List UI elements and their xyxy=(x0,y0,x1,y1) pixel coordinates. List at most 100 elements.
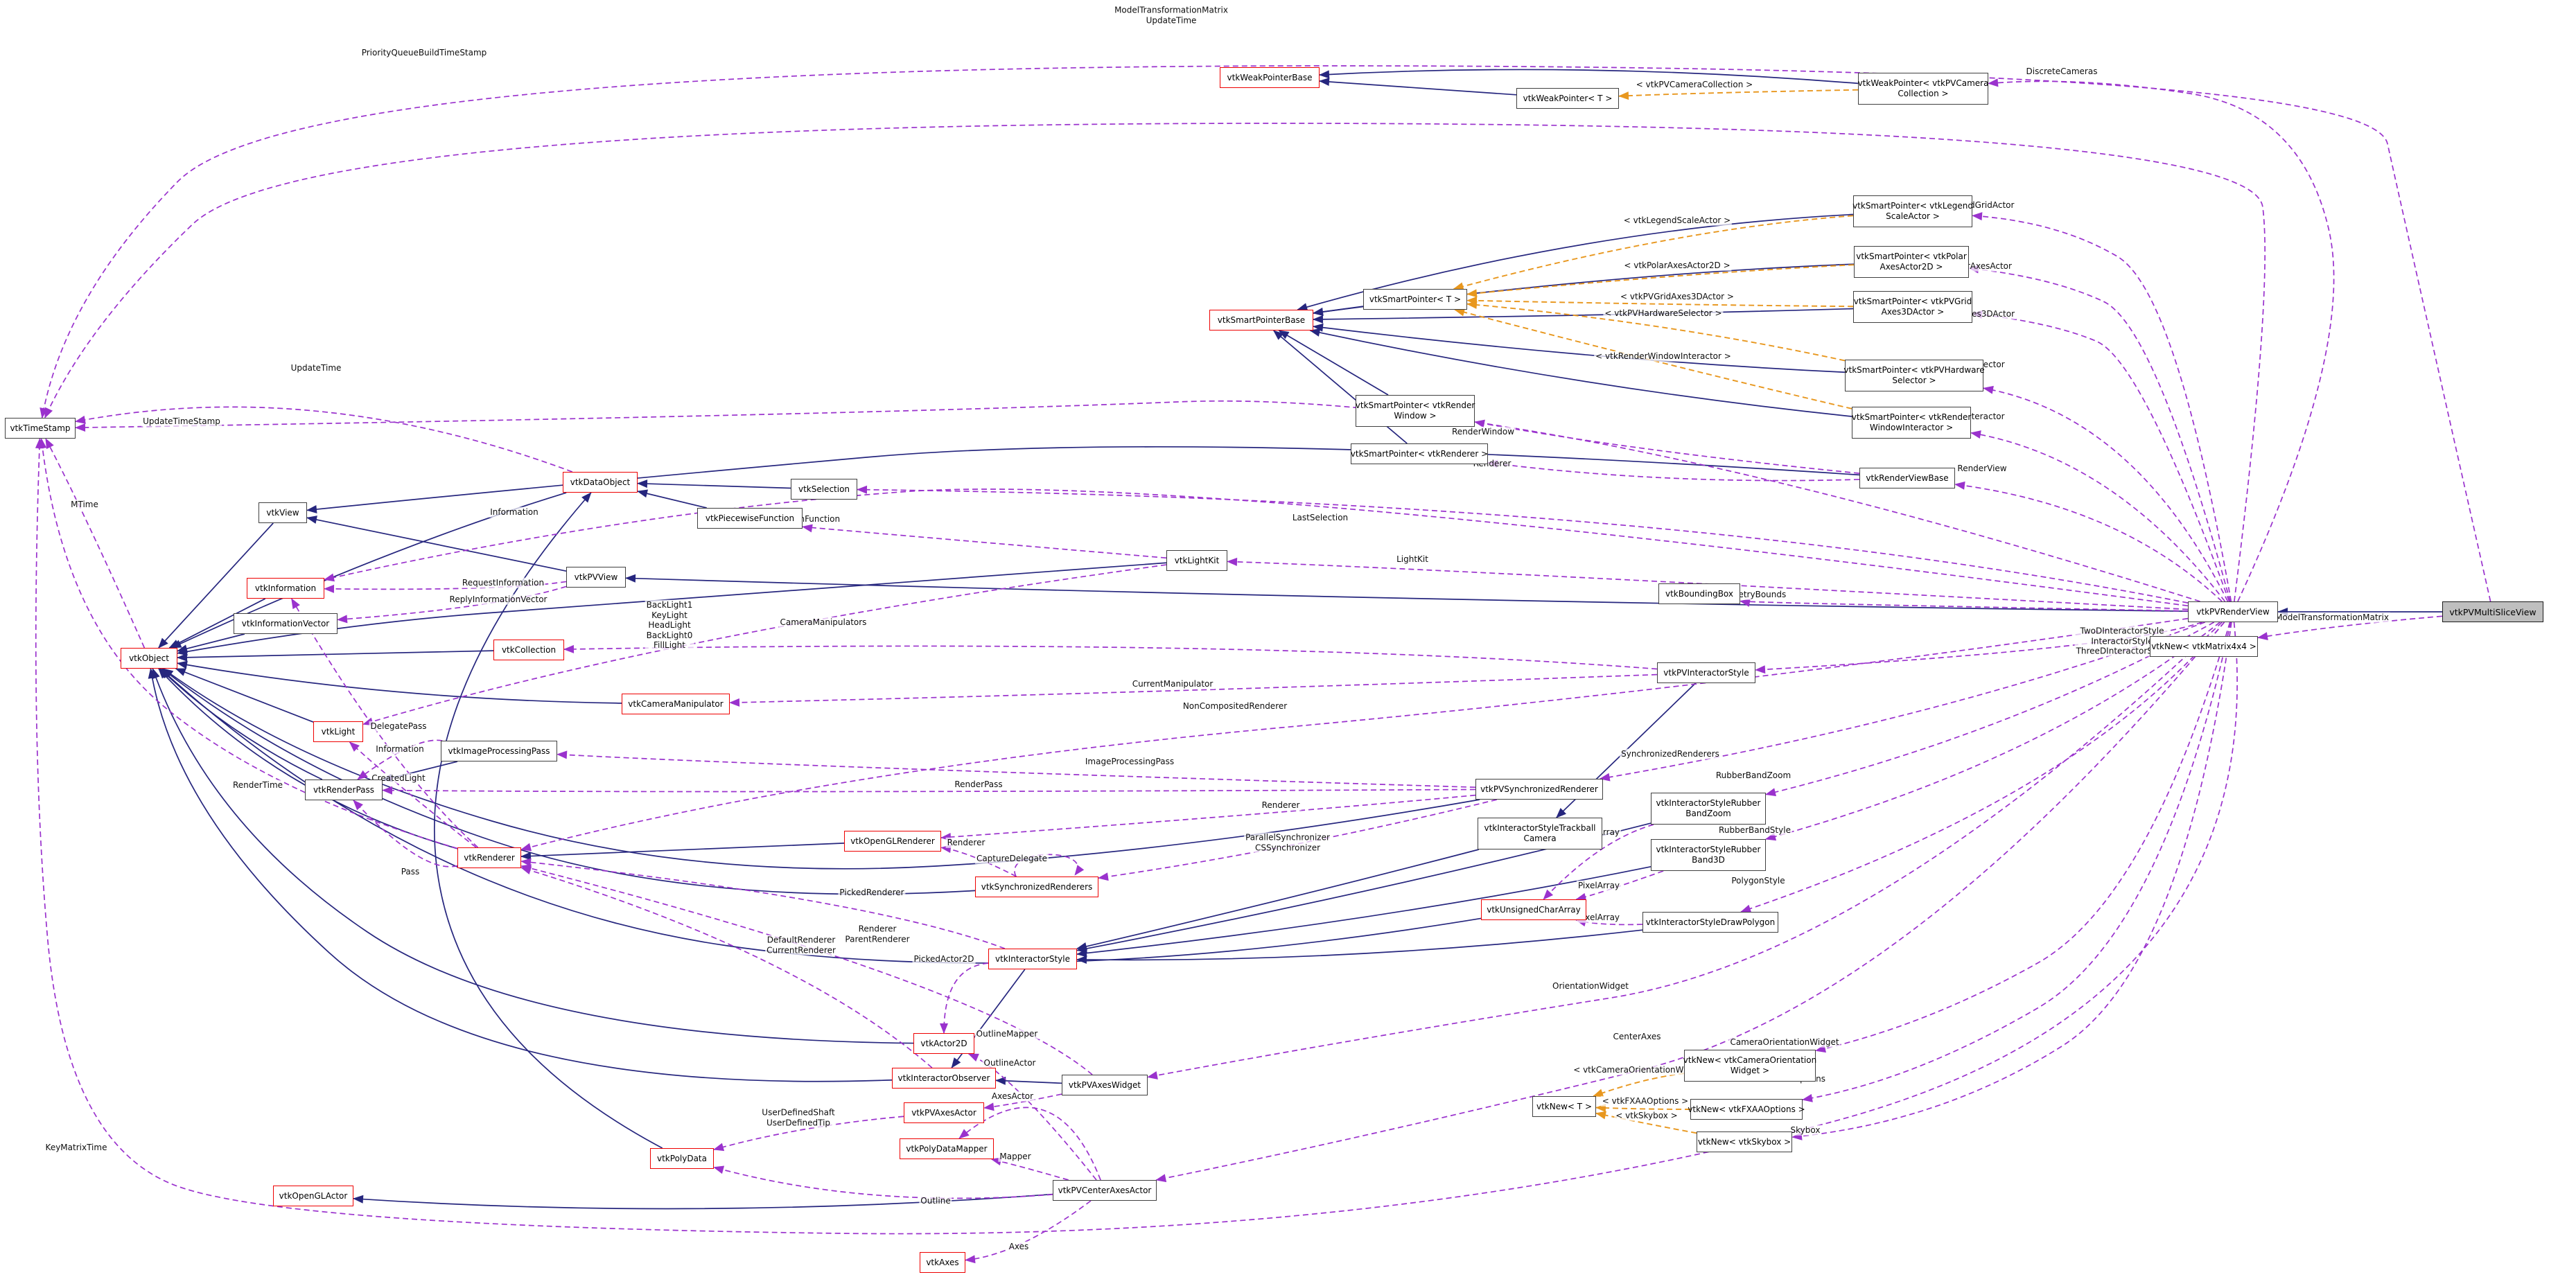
node-infovector[interactable]: vtkInformationVector xyxy=(234,613,338,634)
node-label: vtkSmartPointer< vtkPVGrid xyxy=(1853,297,1972,306)
edge-pvrenderview-boundingbox xyxy=(1740,599,2189,612)
node-pvrenderview[interactable]: vtkPVRenderView xyxy=(2188,601,2278,622)
node-label: vtkPVCenterAxesActor xyxy=(1058,1185,1152,1195)
edge-renderviewbase-sprenderer xyxy=(1487,459,1860,482)
node-newmatrix[interactable]: vtkNew< vtkMatrix4x4 > xyxy=(2150,636,2258,657)
edge-label-line: Pass xyxy=(401,866,420,877)
node-label: vtkRenderViewBase xyxy=(1866,473,1949,483)
node-light[interactable]: vtkLight xyxy=(313,721,363,742)
node-polydatamapper[interactable]: vtkPolyDataMapper xyxy=(900,1138,994,1159)
edge-label-line: InteractorStyle xyxy=(2091,635,2153,646)
edge-label-line: ParentRenderer xyxy=(845,934,910,944)
edge-splegend-spT xyxy=(1453,215,1854,291)
node-pvmultislice[interactable]: vtkPVMultiSliceView xyxy=(2442,601,2543,622)
edge-pvrenderview-weakptrcamcoll xyxy=(1988,78,2335,602)
edge-rb3d-interactorstyle xyxy=(1076,865,1651,958)
node-newT[interactable]: vtkNew< T > xyxy=(1532,1096,1596,1117)
node-spbase[interactable]: vtkSmartPointerBase xyxy=(1209,310,1313,331)
node-spT[interactable]: vtkSmartPointer< T > xyxy=(1363,289,1467,310)
node-interactorobserver[interactable]: vtkInteractorObserver xyxy=(892,1068,996,1089)
node-weakptrbase[interactable]: vtkWeakPointerBase xyxy=(1220,67,1320,88)
edge-drawpolygon-interactorstyle xyxy=(1076,929,1643,965)
node-label: vtkBoundingBox xyxy=(1665,588,1734,599)
node-dataobject[interactable]: vtkDataObject xyxy=(563,472,638,493)
edge-label: Axes xyxy=(1007,1241,1031,1252)
edge-label: < vtkPVHardwareSelector > xyxy=(1603,308,1724,319)
node-interactorstyle[interactable]: vtkInteractorStyle xyxy=(988,949,1077,969)
edge-label-line: MTime xyxy=(71,499,98,509)
edge-label-line: Renderer xyxy=(947,837,985,847)
node-openglactor[interactable]: vtkOpenGLActor xyxy=(273,1186,353,1206)
node-label: vtkInteractorStyleRubber xyxy=(1656,798,1761,808)
edge-syncrenderers-openglrenderer xyxy=(940,845,1017,877)
node-axes[interactable]: vtkAxes xyxy=(920,1252,965,1273)
edge-label: Information xyxy=(489,507,540,518)
node-lightkit[interactable]: vtkLightKit xyxy=(1166,550,1227,571)
node-renderer[interactable]: vtkRenderer xyxy=(457,847,521,868)
node-piecewise[interactable]: vtkPiecewiseFunction xyxy=(697,508,803,529)
edge-pvview-view xyxy=(306,516,567,572)
edge-pvaxeswidget-pvaxesactor xyxy=(983,1093,1062,1111)
node-object[interactable]: vtkObject xyxy=(121,648,177,669)
node-syncrenderers[interactable]: vtkSynchronizedRenderers xyxy=(975,877,1098,897)
node-label: vtkOpenGLRenderer xyxy=(850,836,935,846)
edge-pvrenderview-drawpolygon xyxy=(1740,622,2225,913)
node-label: vtkCameraManipulator xyxy=(628,698,724,709)
node-renderpass[interactable]: vtkRenderPass xyxy=(305,780,383,800)
node-imageprocpass[interactable]: vtkImageProcessingPass xyxy=(441,741,557,761)
node-label: vtkInteractorStyleTrackball xyxy=(1484,823,1596,833)
edge-label-line: ModelTransformationMatrix xyxy=(2275,612,2389,622)
node-cameramanip[interactable]: vtkCameraManipulator xyxy=(622,694,730,714)
edge-interactorstyle-renderer xyxy=(520,858,1006,949)
edge-label-line: RenderView xyxy=(1957,463,2007,473)
edge-renderer-timestamp xyxy=(38,438,458,849)
node-polydata[interactable]: vtkPolyData xyxy=(650,1148,714,1169)
node-renderviewbase[interactable]: vtkRenderViewBase xyxy=(1859,468,1955,488)
node-pvcenteraxesactor[interactable]: vtkPVCenterAxesActor xyxy=(1053,1180,1157,1201)
node-drawpolygon[interactable]: vtkInteractorStyleDrawPolygon xyxy=(1642,912,1778,933)
node-openglrenderer[interactable]: vtkOpenGLRenderer xyxy=(844,831,941,852)
node-pvsyncrenderer[interactable]: vtkPVSynchronizedRenderer xyxy=(1475,779,1603,800)
node-timestamp[interactable]: vtkTimeStamp xyxy=(5,418,76,439)
node-sprenderer[interactable]: vtkSmartPointer< vtkRenderer > xyxy=(1351,443,1488,464)
node-newfxaa[interactable]: vtkNew< vtkFXAAOptions > xyxy=(1688,1099,1805,1120)
node-label: vtkSmartPointer< vtkRender xyxy=(1851,412,1972,422)
node-boundingbox[interactable]: vtkBoundingBox xyxy=(1658,583,1740,604)
node-unsignedchararray[interactable]: vtkUnsignedCharArray xyxy=(1481,899,1586,920)
node-label: vtkPolyDataMapper xyxy=(906,1143,988,1154)
edge-label: DelegatePass xyxy=(369,721,428,732)
edge-pvcenteraxesactor-polydatamapper xyxy=(990,1157,1069,1181)
edge-label-line: AxesActor xyxy=(991,1091,1034,1101)
node-pvaxeswidget[interactable]: vtkPVAxesWidget xyxy=(1062,1075,1148,1095)
node-label: vtkNew< vtkFXAAOptions > xyxy=(1688,1104,1805,1114)
edge-label-line: PriorityQueueBuildTimeStamp xyxy=(361,47,487,58)
node-pvaxesactor[interactable]: vtkPVAxesActor xyxy=(904,1102,984,1123)
node-label: vtkObject xyxy=(129,653,169,663)
node-information[interactable]: vtkInformation xyxy=(247,578,324,599)
node-newskybox[interactable]: vtkNew< vtkSkybox > xyxy=(1697,1131,1792,1152)
edge-label: RequestInformation xyxy=(460,577,546,588)
node-view[interactable]: vtkView xyxy=(259,502,307,523)
edge-label-line: Interactor xyxy=(1963,411,2005,421)
node-pvinteractorstyle[interactable]: vtkPVInteractorStyle xyxy=(1657,662,1755,683)
node-pvview[interactable]: vtkPVView xyxy=(566,567,626,588)
node-weakptrT[interactable]: vtkWeakPointer< T > xyxy=(1516,88,1619,109)
node-selection[interactable]: vtkSelection xyxy=(791,479,857,500)
node-collection[interactable]: vtkCollection xyxy=(493,640,564,660)
node-label: vtkRenderer xyxy=(464,852,515,863)
node-actor2d[interactable]: vtkActor2D xyxy=(913,1033,974,1054)
edge-pvsyncrenderer-imageprocpass xyxy=(557,750,1476,789)
edge-neworientwidget-newT xyxy=(1593,1073,1685,1097)
